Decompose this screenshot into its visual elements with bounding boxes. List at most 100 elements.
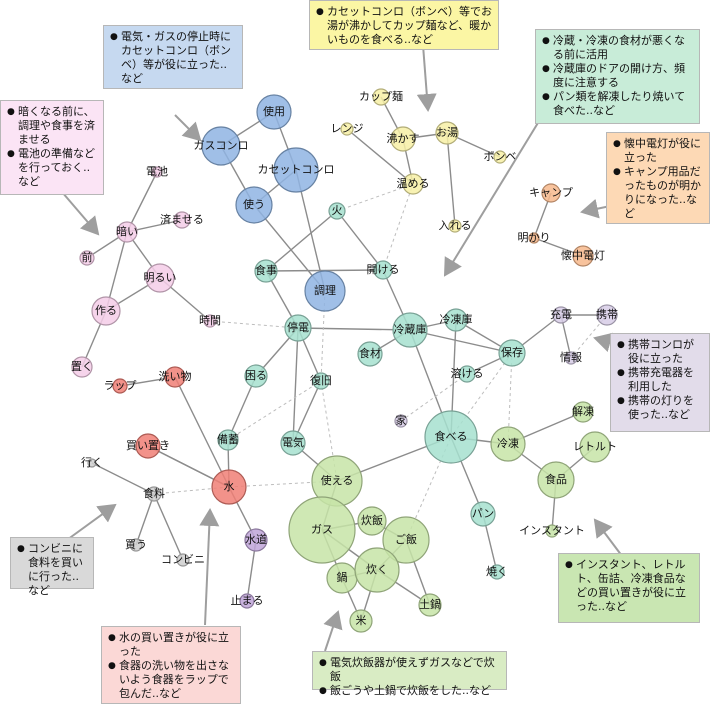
node-jouhou: 情報 xyxy=(560,351,582,365)
node-label: 水 xyxy=(224,480,235,493)
node-tomaru: 止まる xyxy=(231,593,264,609)
node-circle xyxy=(87,458,97,468)
node-circle xyxy=(444,308,468,332)
node-label: 情報 xyxy=(560,351,582,364)
node-label: 懐中電灯 xyxy=(561,248,605,262)
node-circle xyxy=(151,166,163,178)
node-shokuji: 食事 xyxy=(254,259,278,283)
node-label: 火 xyxy=(332,204,343,217)
note-line: 携帯の灯りを使った..など xyxy=(617,394,703,422)
node-circle xyxy=(173,211,191,229)
node-circle xyxy=(349,609,373,633)
node-label: 困る xyxy=(245,369,267,382)
node-convini: コンビニ xyxy=(161,553,205,567)
node-circle xyxy=(116,221,138,243)
node-kome: 米 xyxy=(349,609,373,633)
node-circle xyxy=(239,593,255,609)
node-circle xyxy=(357,341,383,367)
edge-teiden-denki xyxy=(292,327,299,444)
node-circle xyxy=(545,524,559,538)
node-sumaseru: 済ませる xyxy=(160,211,204,229)
node-circle xyxy=(579,431,611,463)
node-iku: 行く xyxy=(81,456,103,469)
node-circle xyxy=(552,306,570,324)
note-line: 懐中電灯が役に立った xyxy=(613,137,703,165)
node-jikan: 時間 xyxy=(199,314,221,328)
note-red: 水の買い置きが役に立った食器の洗い物を出さないよう食器をラップで包んだ..など xyxy=(101,626,241,704)
node-circle xyxy=(489,564,505,580)
node-label: 開ける xyxy=(367,263,400,276)
edge-ie-tokeru xyxy=(400,373,468,422)
node-bichiku: 備蓄 xyxy=(217,429,239,451)
note-line: パン類を解凍したり焼いて食べた..など xyxy=(542,90,693,118)
node-circle xyxy=(596,304,618,326)
node-oku: 置く xyxy=(71,356,93,378)
note-line: コンビニに食料を買いに行った..など xyxy=(17,542,87,598)
node-circle xyxy=(244,528,268,552)
node-cassette: カセットコンロ xyxy=(258,147,335,193)
note-green1: 冷蔵・冷凍の食材が悪くなる前に活用冷蔵庫のドアの開け方、頻度に注意するパン類を解… xyxy=(535,29,700,124)
note-yellow: カセットコンロ（ボンベ）等でお湯が沸かしてカップ麺など、暖かいものを食べる..な… xyxy=(309,0,499,50)
node-label: コンビニ xyxy=(161,553,205,566)
node-label: 土鍋 xyxy=(419,597,441,611)
node-label: レンジ xyxy=(331,122,364,135)
node-layer: 使用ガスコンロカセットコンロ使う調理カップ麺レンジ沸かすお湯ボンベ温める入れる火… xyxy=(71,88,618,633)
node-label: ラップ xyxy=(104,379,137,392)
node-label: 買う xyxy=(125,538,147,551)
node-label: ボンベ xyxy=(484,150,517,163)
node-circle xyxy=(145,263,175,293)
edge-araimono-mizu xyxy=(174,376,230,488)
node-hozon: 保存 xyxy=(498,339,526,367)
node-gaskonro: ガスコンロ xyxy=(194,126,249,166)
node-circle xyxy=(254,259,278,283)
edge-hi-akeru xyxy=(336,210,384,271)
edge-akeru-atatameru xyxy=(382,183,414,271)
node-shokuzai: 食材 xyxy=(357,341,383,367)
node-label: 電池 xyxy=(146,165,168,178)
node-suidou: 水道 xyxy=(244,528,268,552)
node-label: ガスコンロ xyxy=(194,139,249,152)
node-circle xyxy=(201,126,241,166)
node-yaku: 焼く xyxy=(486,564,508,580)
node-circle xyxy=(493,150,507,164)
node-circle xyxy=(470,501,496,527)
node-atatameru: 温める xyxy=(397,173,430,195)
node-label: 食事 xyxy=(255,263,277,277)
node-circle xyxy=(541,183,561,203)
node-wrap: ラップ xyxy=(104,378,137,394)
node-circle xyxy=(244,364,268,388)
node-label: 停電 xyxy=(287,320,309,334)
node-circle xyxy=(211,469,247,505)
pointer-arrow xyxy=(199,508,220,626)
edge-oyu-ireru xyxy=(446,132,456,227)
node-label: 保存 xyxy=(501,345,523,359)
node-circle xyxy=(424,410,478,464)
node-label: 炊く xyxy=(366,563,388,576)
node-akeru: 開ける xyxy=(367,260,400,280)
node-circle xyxy=(235,186,273,224)
node-circle xyxy=(288,496,356,564)
node-circle xyxy=(498,339,526,367)
note-line: 冷蔵・冷凍の食材が悪くなる前に活用 xyxy=(542,34,693,62)
edge-bichiku-fukkyu xyxy=(227,380,322,441)
node-circle xyxy=(164,366,186,388)
node-label: 済ませる xyxy=(160,212,204,226)
node-reitouko: 冷凍庫 xyxy=(440,308,473,332)
node-label: 焼く xyxy=(486,565,508,578)
node-taberu: 食べる xyxy=(424,410,478,464)
node-circle xyxy=(328,202,346,220)
edge-renji-atatameru xyxy=(346,128,414,185)
node-label: 置く xyxy=(71,360,93,373)
node-taku: 炊く xyxy=(354,547,400,593)
node-label: 電気 xyxy=(282,435,304,449)
node-circle xyxy=(390,126,416,152)
node-akari: 明かり xyxy=(518,231,551,244)
node-denki: 電気 xyxy=(280,430,306,456)
node-label: 明かり xyxy=(518,231,551,244)
note-line: 冷蔵庫のドアの開け方、頻度に注意する xyxy=(542,62,693,90)
edge-atatameru-hi xyxy=(336,183,414,212)
node-kaioki: 買い置き xyxy=(126,433,170,459)
node-circle xyxy=(312,372,330,390)
node-label: 食料 xyxy=(143,486,165,500)
node-komaru: 困る xyxy=(244,364,268,388)
